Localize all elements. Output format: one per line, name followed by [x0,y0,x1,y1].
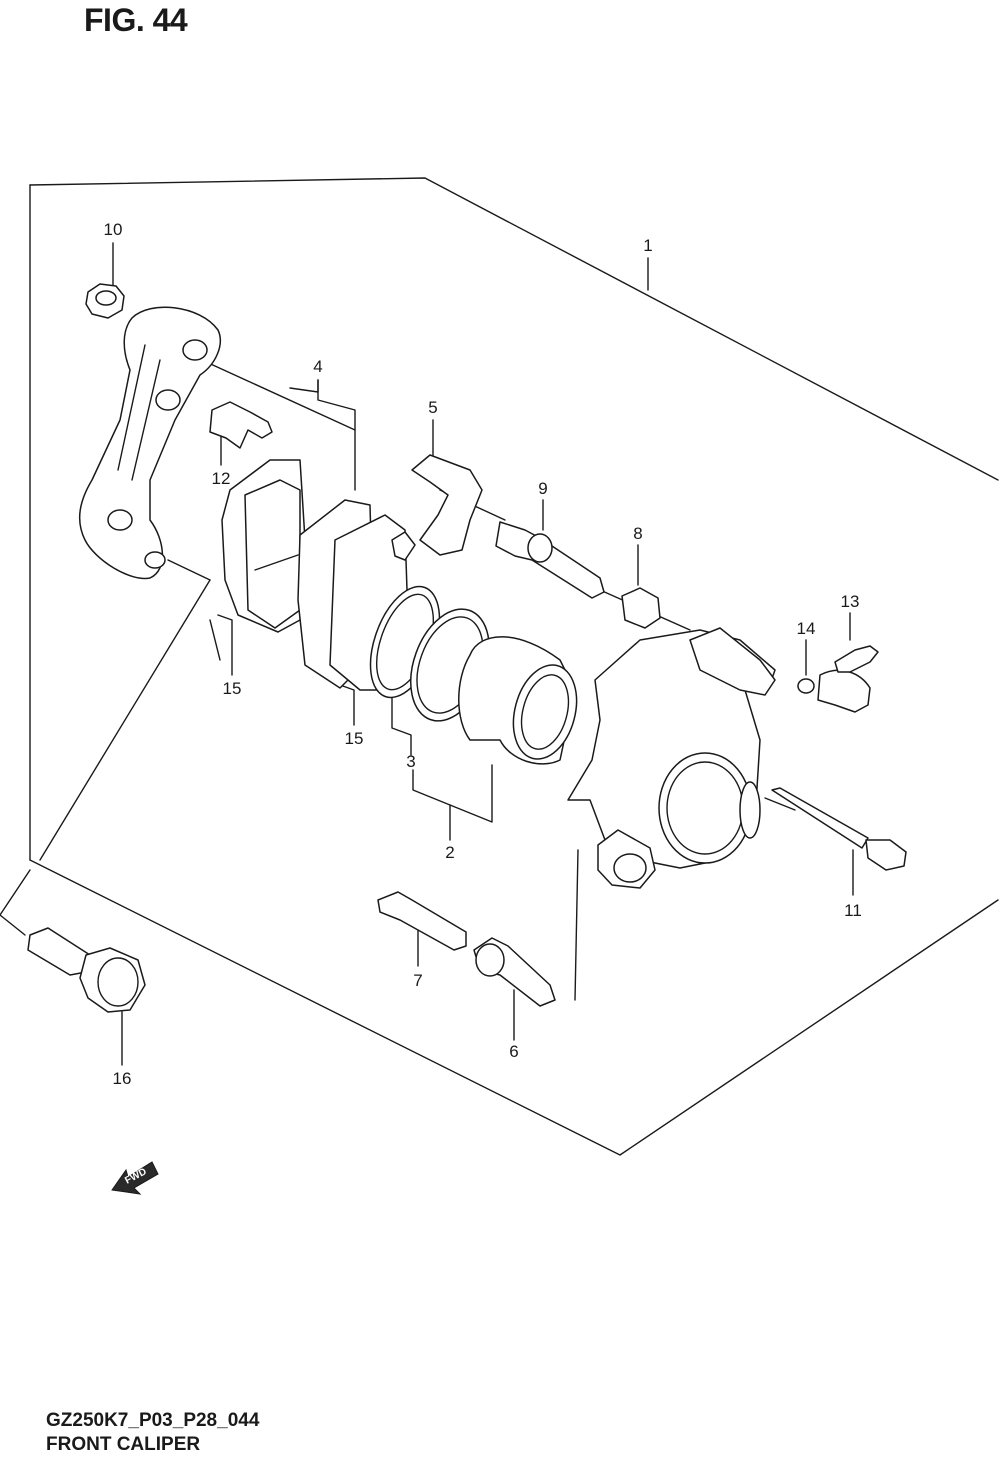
part-12-spring [209,401,273,449]
callout-13: 13 [841,592,860,611]
part-11-bolt [771,787,907,871]
part-4-shim [391,531,416,561]
callout-14: 14 [797,619,816,638]
figure-name: FRONT CALIPER [46,1434,201,1455]
fwd-arrow-icon: FWD [111,1161,159,1195]
part-2-piston [458,636,578,765]
callout-3: 3 [406,752,415,771]
part-13-bleeder [834,645,879,673]
part-5-pad-spring [411,454,483,556]
callout-4: 4 [313,357,322,376]
callout-10: 10 [104,220,123,239]
part-7-slide-pin [377,891,467,951]
assembly-outline [29,177,999,1156]
caliper-bracket [78,306,221,580]
callout-12: 12 [212,469,231,488]
part-9-pin [495,521,605,599]
callout-labels: 1 2 3 4 5 6 7 8 9 10 11 12 13 14 15 15 1… [104,220,862,1088]
part-15-pad-outer [221,459,306,633]
callout-6: 6 [509,1042,518,1061]
part-14-washer [797,669,871,713]
callout-15a: 15 [223,679,242,698]
callout-11: 11 [844,901,862,920]
callout-1: 1 [643,236,652,255]
part-6-slide-pin [473,937,556,1007]
figure-title: FIG. 44 [84,2,188,38]
callout-5: 5 [428,398,437,417]
callout-8: 8 [633,524,642,543]
callout-16: 16 [113,1069,132,1088]
part-16-bolt [27,927,146,1013]
callout-9: 9 [538,479,547,498]
model-code: GZ250K7_P03_P28_044 [46,1410,260,1431]
part-10-nut [85,283,125,319]
callout-15b: 15 [345,729,364,748]
leader-lines [0,242,854,1066]
part-1-caliper-body [567,627,776,889]
callout-2: 2 [445,843,454,862]
part-8-boot [621,587,661,629]
callout-7: 7 [413,971,422,990]
